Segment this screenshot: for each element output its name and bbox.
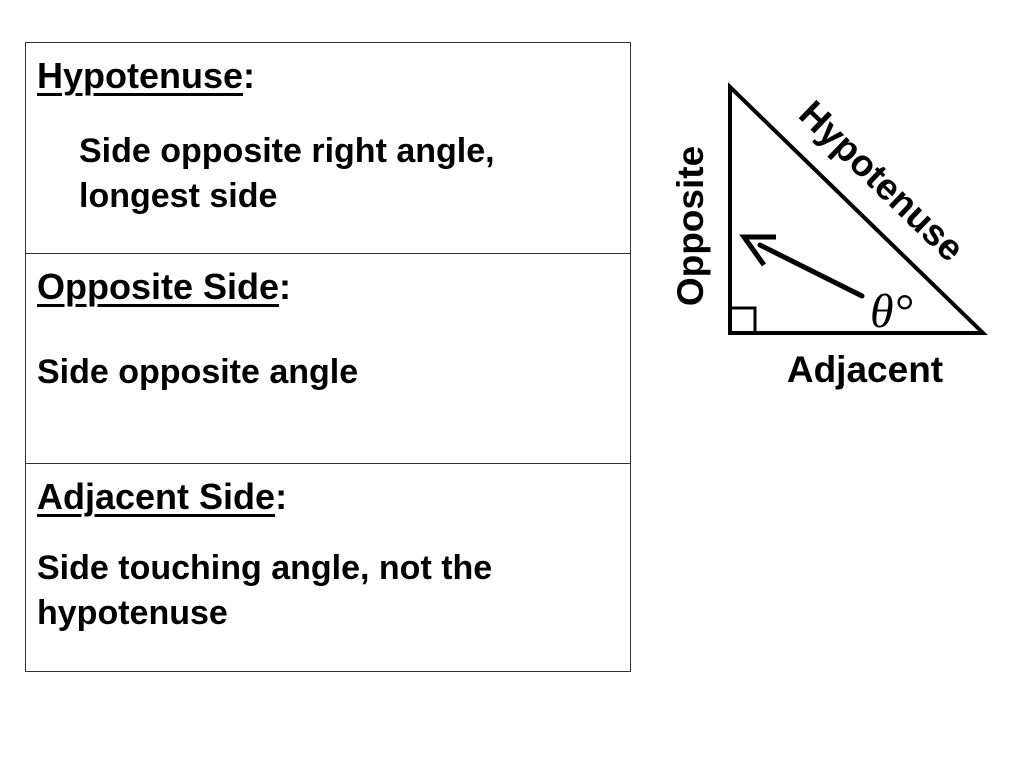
definitions-table: Hypotenuse: Side opposite right angle, l…	[25, 42, 631, 672]
term-definition: Side opposite right angle, longest side	[79, 132, 495, 215]
definition-row-opposite: Opposite Side: Side opposite angle	[26, 253, 630, 463]
term-name: Opposite Side	[37, 266, 280, 307]
arrow-head	[739, 234, 776, 267]
angle-theta-label: θ°	[870, 285, 913, 338]
definition-row-adjacent: Adjacent Side: Side touching angle, not …	[26, 463, 630, 673]
opposite-label: Opposite	[670, 146, 711, 306]
term-definition: Side touching angle, not the hypotenuse	[37, 549, 493, 632]
term-colon: :	[275, 476, 288, 517]
triangle-outline	[728, 82, 988, 335]
term-heading: Opposite Side:	[37, 266, 291, 308]
term-name: Hypotenuse	[37, 55, 244, 96]
term-name: Adjacent Side	[37, 476, 276, 517]
definition-row-hypotenuse: Hypotenuse: Side opposite right angle, l…	[26, 43, 630, 253]
term-colon: :	[279, 266, 292, 307]
right-angle-marker	[730, 306, 757, 333]
term-definition: Side opposite angle	[37, 353, 359, 391]
term-colon: :	[243, 55, 256, 96]
hypotenuse-label: Hypotenuse	[791, 93, 972, 270]
arrow-shaft	[757, 242, 865, 299]
term-heading: Adjacent Side:	[37, 476, 287, 518]
term-heading: Hypotenuse:	[37, 55, 255, 97]
adjacent-label: Adjacent	[787, 349, 943, 390]
